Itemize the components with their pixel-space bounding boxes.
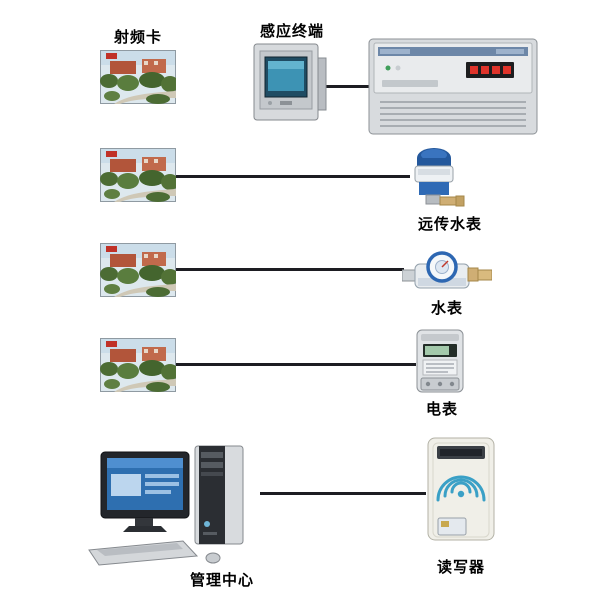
label-management-center: 管理中心 [189, 571, 254, 589]
connector-terminal-to-controller [326, 85, 370, 88]
connector-card-to-water-meter [176, 268, 404, 271]
label-electric-meter: 电表 [425, 400, 458, 418]
induction-terminal-image [252, 42, 328, 122]
label-reader-writer: 读写器 [436, 558, 485, 576]
connector-card-to-remote-water-meter [176, 175, 410, 178]
rfid-card-image [100, 148, 176, 202]
remote-water-meter-image [408, 145, 466, 211]
reader-writer-image [425, 436, 497, 544]
controller-box-image [368, 38, 538, 135]
management-center-computer-image [85, 440, 270, 568]
label-rfid-card: 射频卡 [113, 28, 162, 46]
water-meter-image [402, 250, 492, 296]
label-induction-terminal: 感应终端 [259, 22, 324, 40]
label-remote-water-meter: 远传水表 [417, 215, 482, 233]
connector-card-to-electric-meter [176, 363, 416, 366]
rfid-card-image [100, 50, 176, 104]
rfid-card-image [100, 243, 176, 297]
rfid-card-image [100, 338, 176, 392]
electric-meter-image [414, 328, 466, 396]
connector-computer-to-reader [260, 492, 426, 495]
label-water-meter: 水表 [430, 299, 463, 317]
